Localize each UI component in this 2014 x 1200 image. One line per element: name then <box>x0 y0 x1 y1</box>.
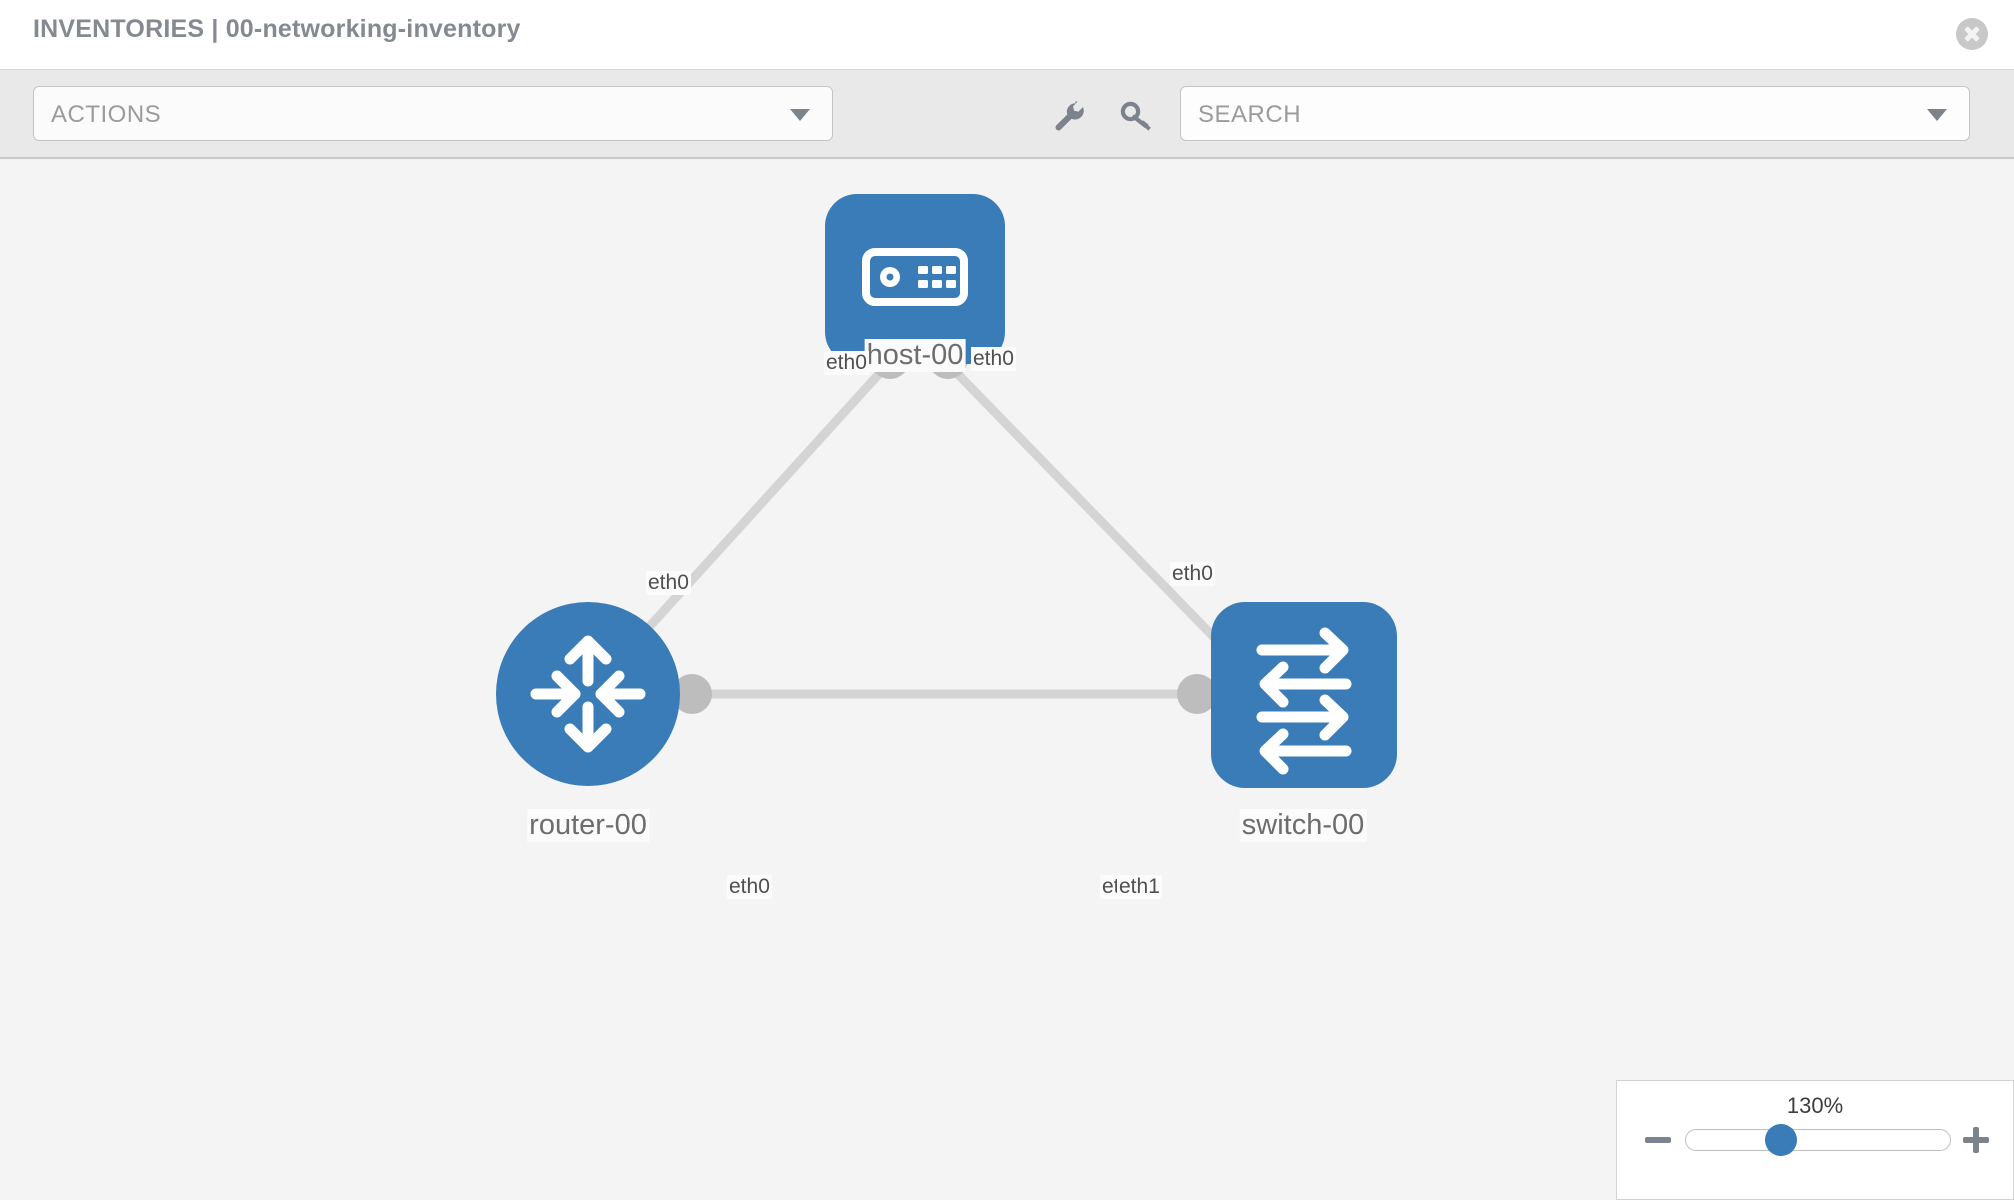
zoom-slider-track[interactable] <box>1685 1129 1951 1151</box>
actions-dropdown-label: ACTIONS <box>51 101 162 128</box>
edge-label-router-right: eth0 <box>727 875 772 899</box>
toolbar: ACTIONS SEARCH <box>0 70 2014 159</box>
edge-label-host-left: eth0 <box>824 351 869 375</box>
key-icon[interactable] <box>1118 98 1154 134</box>
minus-icon[interactable] <box>1643 1125 1673 1155</box>
actions-dropdown[interactable]: ACTIONS <box>33 86 833 141</box>
node-host-00 <box>825 194 1005 364</box>
chevron-down-icon <box>1927 109 1947 121</box>
edge-label-host-right: eth0 <box>971 347 1016 371</box>
node-label-host-00: host-00 <box>864 339 966 372</box>
node-label-router-00: router-00 <box>527 809 649 842</box>
search-input[interactable]: SEARCH <box>1180 86 1970 141</box>
connector-switch-left <box>1177 674 1217 714</box>
zoom-level-label: 130% <box>1786 1093 1844 1118</box>
edge-label-switch-up: eth0 <box>1170 562 1215 586</box>
wrench-icon[interactable] <box>1050 98 1086 134</box>
connector-router-right <box>672 674 712 714</box>
node-router-00 <box>496 602 680 786</box>
page-title: INVENTORIES | 00-networking-inventory <box>33 15 521 43</box>
chevron-down-icon <box>790 109 810 121</box>
link-host-router <box>615 359 893 664</box>
search-placeholder: SEARCH <box>1198 101 1302 128</box>
topology-graph <box>496 194 1397 788</box>
node-label-switch-00: switch-00 <box>1239 809 1367 842</box>
graph-links <box>615 359 1245 699</box>
link-host-switch <box>943 359 1245 669</box>
page-header: INVENTORIES | 00-networking-inventory <box>0 0 2014 70</box>
edge-label-router-up: eth0 <box>646 571 691 595</box>
zoom-control-panel: 130% <box>1616 1080 2014 1200</box>
node-switch-00 <box>1211 602 1397 788</box>
plus-icon[interactable] <box>1961 1125 1991 1155</box>
edge-label-switch-left-b: eth1 <box>1117 875 1162 899</box>
graph-connectors <box>672 339 1257 714</box>
zoom-slider-thumb[interactable] <box>1765 1124 1797 1156</box>
topology-canvas[interactable]: host-00 router-00 switch-00 eth0 eth0 et… <box>0 159 2014 1200</box>
close-icon[interactable] <box>1956 18 1988 50</box>
